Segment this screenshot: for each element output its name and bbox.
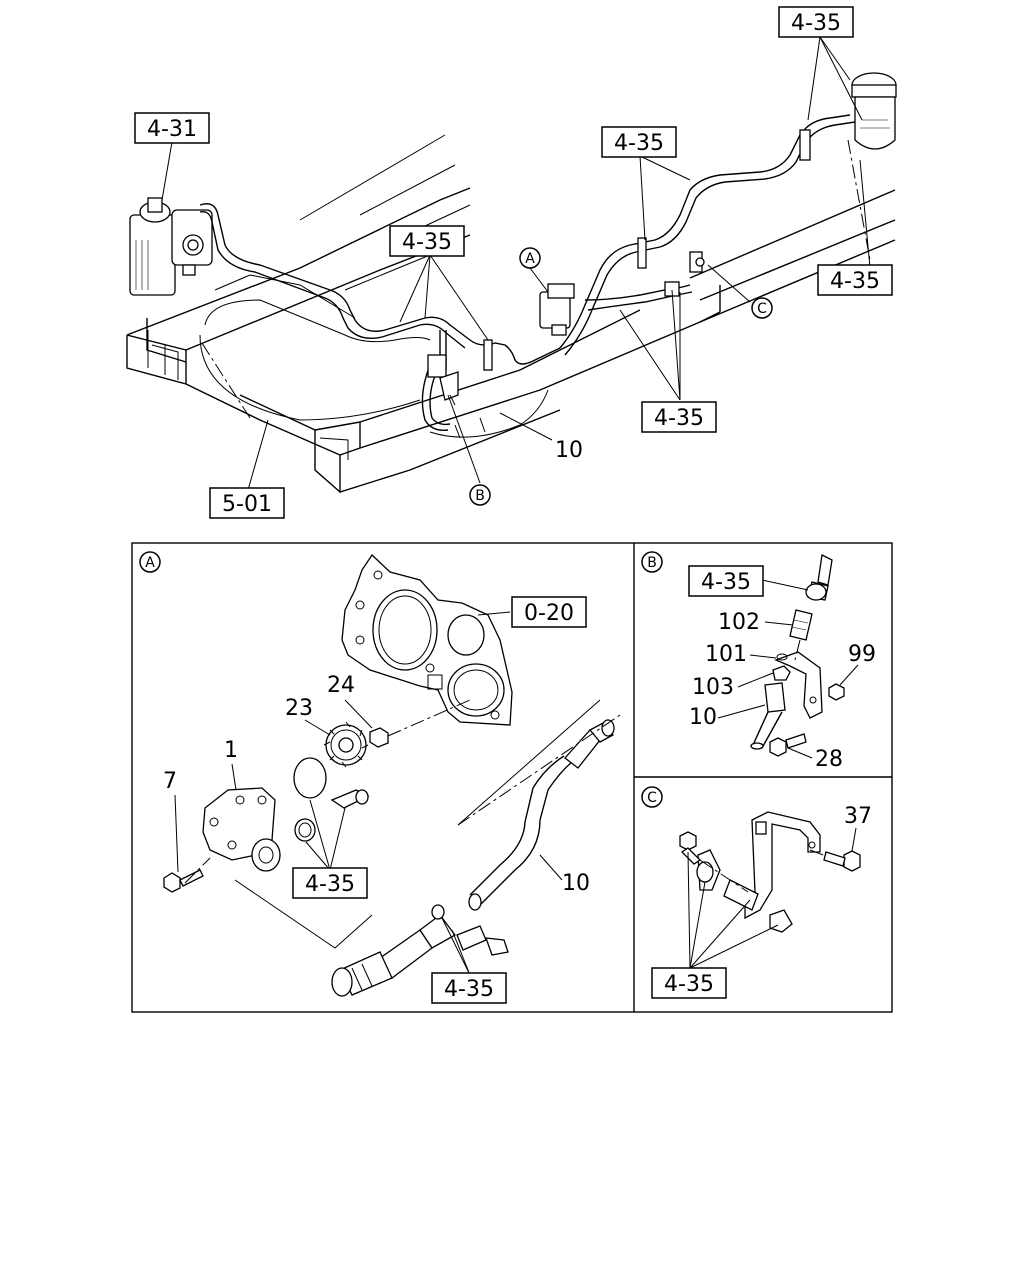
svg-text:4-35: 4-35 xyxy=(654,406,704,431)
label-pump: 1 xyxy=(224,738,238,763)
callout-center-pipes: 4-35 xyxy=(389,225,465,257)
detail-a-leaders xyxy=(174,611,621,976)
label-hose: 10 xyxy=(562,871,590,896)
nut-99 xyxy=(828,683,845,701)
detail-c-tag: C xyxy=(641,786,663,808)
callout-cover-plate: 0-20 xyxy=(511,596,587,628)
detail-panels-frame xyxy=(131,542,893,1013)
bushing xyxy=(330,789,370,809)
detail-b-leaders xyxy=(717,579,859,759)
svg-text:5-01: 5-01 xyxy=(222,492,272,517)
flexible-hose-b xyxy=(421,354,459,431)
cover-plate xyxy=(341,553,513,726)
callout-right-upper-pipes: 4-35 xyxy=(601,126,677,158)
hose-10-end xyxy=(750,682,786,750)
detail-b-panel: B xyxy=(641,551,876,772)
svg-text:4-35: 4-35 xyxy=(664,972,714,997)
label-bracket-101: 101 xyxy=(705,642,747,667)
callout-seals: 4-35 xyxy=(292,867,368,899)
svg-text:4-31: 4-31 xyxy=(147,117,197,142)
detail-a-panel: A xyxy=(139,551,621,1004)
main-assembly-view: 4-35 4-31 4-35 4-35 4-35 4-35 5-01 10 xyxy=(126,6,897,519)
bolt-37 xyxy=(823,850,861,872)
pipe-bracket xyxy=(723,811,821,920)
label-nut: 24 xyxy=(327,673,355,698)
oil-pump xyxy=(202,787,281,872)
detail-c-leaders xyxy=(687,827,857,969)
callout-reservoir: 4-35 xyxy=(817,264,893,296)
svg-text:4-35: 4-35 xyxy=(444,977,494,1002)
svg-text:B: B xyxy=(475,488,485,504)
detail-c-panel: C xyxy=(641,786,872,999)
svg-text:4-35: 4-35 xyxy=(402,230,452,255)
union-102 xyxy=(789,609,813,641)
label-bolt-28: 28 xyxy=(815,747,843,772)
brake-pipe-end xyxy=(805,554,833,601)
pipe-clip xyxy=(696,849,721,891)
callout-hose-number: 10 xyxy=(555,438,583,463)
svg-text:B: B xyxy=(647,555,657,571)
brake-fluid-reservoir xyxy=(851,72,897,150)
label-nut-99: 99 xyxy=(848,642,876,667)
bolt-28 xyxy=(769,733,807,757)
detail-a-tag: A xyxy=(139,551,161,573)
flexible-hose xyxy=(331,719,615,997)
circle-label-b: B xyxy=(469,484,491,506)
bolt xyxy=(163,869,204,893)
brake-booster xyxy=(129,197,213,296)
callout-frame: 5-01 xyxy=(209,487,285,519)
chassis-frame xyxy=(126,134,896,493)
hydraulic-valve-a xyxy=(539,283,575,336)
callout-booster: 4-31 xyxy=(134,112,210,144)
svg-text:0-20: 0-20 xyxy=(524,601,574,626)
sprocket xyxy=(323,721,369,768)
seal-plate xyxy=(293,757,327,799)
svg-text:C: C xyxy=(647,790,657,806)
svg-text:C: C xyxy=(757,301,767,317)
callout-hose-fitting: 4-35 xyxy=(431,972,507,1004)
label-hose-10: 10 xyxy=(689,705,717,730)
svg-text:A: A xyxy=(525,251,535,267)
svg-text:4-35: 4-35 xyxy=(305,872,355,897)
bracket-101 xyxy=(774,651,823,719)
circle-label-a: A xyxy=(519,247,541,269)
callout-brake-pipe: 4-35 xyxy=(688,565,764,597)
callout-clips: 4-35 xyxy=(651,967,727,999)
label-bolt-37: 37 xyxy=(844,804,872,829)
washer-103 xyxy=(772,665,791,681)
callout-lower-right-pipes: 4-35 xyxy=(641,401,717,433)
clip-bolt xyxy=(679,831,702,865)
callout-top-right: 4-35 xyxy=(778,6,854,38)
svg-text:4-35: 4-35 xyxy=(614,131,664,156)
detail-b-tag: B xyxy=(641,551,663,573)
main-leader-lines xyxy=(161,36,871,491)
svg-text:4-35: 4-35 xyxy=(701,570,751,595)
label-bolt: 7 xyxy=(163,769,177,794)
brake-pipes xyxy=(199,114,856,371)
svg-text:4-35: 4-35 xyxy=(830,269,880,294)
label-sprocket: 23 xyxy=(285,696,313,721)
svg-text:A: A xyxy=(145,555,155,571)
lower-bolt xyxy=(769,909,793,933)
nut xyxy=(369,727,389,748)
circle-label-c: C xyxy=(751,297,773,319)
label-union-102: 102 xyxy=(718,610,760,635)
svg-text:4-35: 4-35 xyxy=(791,11,841,36)
label-washer-103: 103 xyxy=(692,675,734,700)
seal-ring xyxy=(294,818,316,842)
